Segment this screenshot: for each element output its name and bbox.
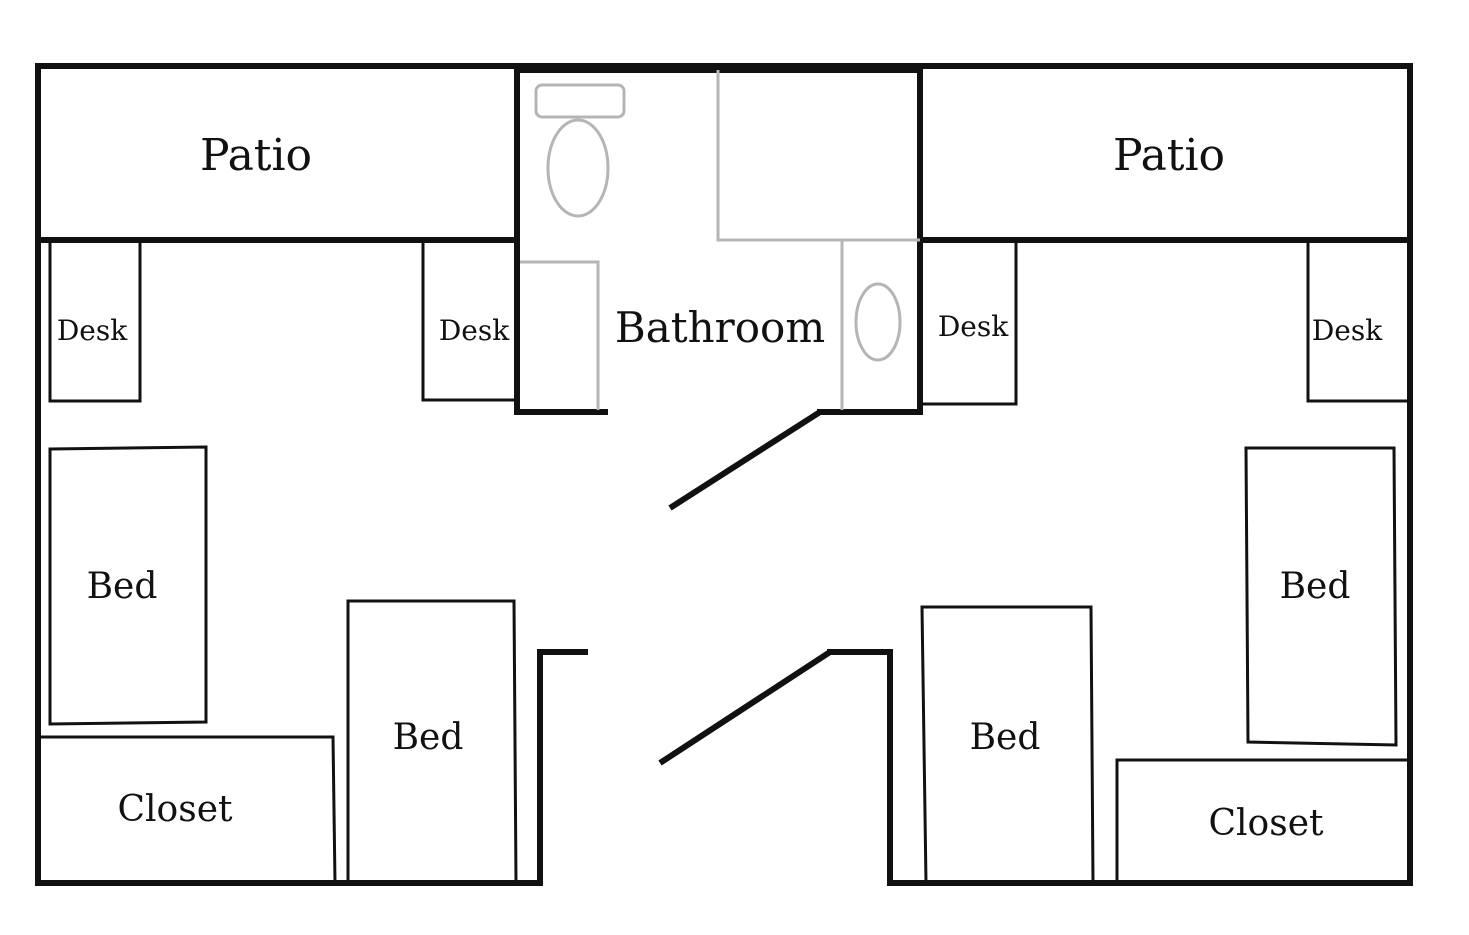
bed-left-inner-label: Bed: [393, 717, 464, 758]
closet-right-label: Closet: [1209, 803, 1325, 844]
toilet-bowl: [546, 118, 610, 218]
desk-right-outer: [1306, 240, 1410, 403]
bed-right-inner: [920, 605, 1095, 885]
desk-right-outer-label: Desk: [1312, 314, 1383, 347]
desk-right-inner-label: Desk: [938, 310, 1009, 343]
bathroom-wall-right: [817, 63, 923, 415]
bathroom-wall: [514, 63, 608, 415]
desk-left-inner-label: Desk: [439, 314, 510, 347]
desk-left-inner: [421, 240, 517, 402]
shower-stall: [716, 70, 920, 242]
bathroom-label: Bathroom: [615, 303, 825, 352]
bed-left-outer-label: Bed: [87, 566, 158, 607]
toilet-tank: [534, 83, 626, 119]
bed-left-outer: [48, 445, 208, 726]
closet-left: [38, 735, 337, 884]
closet-left-label: Closet: [118, 789, 234, 830]
bathroom-fixtures: [520, 70, 920, 410]
bed-right-inner-label: Bed: [970, 717, 1041, 758]
bed-left-inner: [346, 599, 518, 885]
desk-left-outer: [48, 240, 142, 403]
closet-right: [1115, 758, 1410, 883]
desk-left-outer-label: Desk: [57, 314, 128, 347]
bed-right-outer: [1244, 446, 1398, 747]
sink-basin: [854, 282, 902, 362]
desk-right-inner: [920, 240, 1018, 406]
patio-right-label: Patio: [1113, 130, 1225, 181]
bed-right-outer-label: Bed: [1280, 566, 1351, 607]
entry-door: [658, 649, 832, 766]
vanity-cabinet: [520, 260, 600, 410]
patio-left-label: Patio: [200, 130, 312, 181]
bathroom-door: [668, 409, 822, 511]
